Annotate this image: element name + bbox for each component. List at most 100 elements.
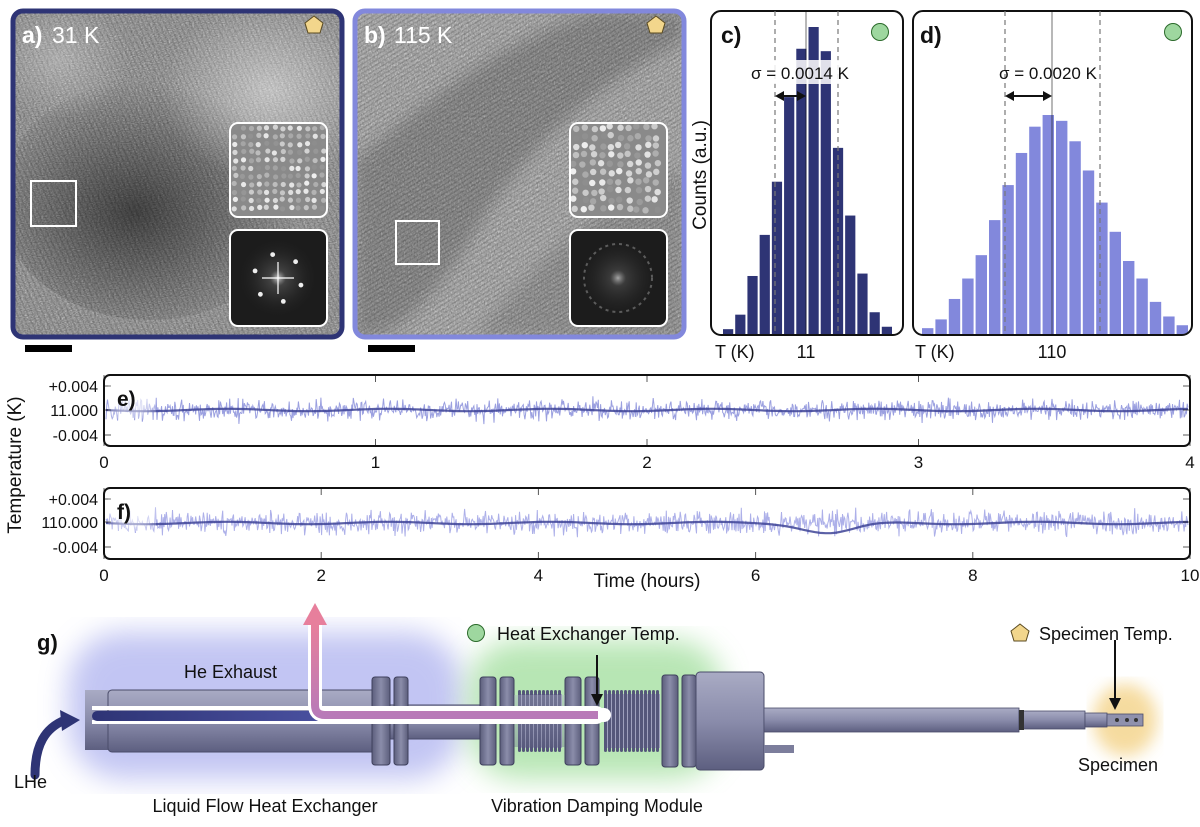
histogram-bar: [1042, 115, 1054, 334]
x-tick-label: 8: [968, 566, 977, 585]
histogram-bar: [1056, 120, 1068, 334]
panel-c-ylabel: Counts (a.u.): [690, 120, 711, 230]
panel-a-letter: a): [22, 22, 42, 48]
panel-a-image: a) 31 K: [10, 8, 345, 340]
panel-g-letter: g): [37, 630, 58, 655]
histogram-bar: [759, 234, 770, 334]
y-tick-label: 11.000: [50, 403, 98, 420]
panel-d-heat-exchanger-marker-icon: [1164, 23, 1182, 41]
histogram-bar: [1109, 231, 1121, 334]
y-tick-label: 110.000: [41, 515, 98, 532]
histogram-bar: [1015, 152, 1028, 334]
panel-a-specimen-marker-icon: [304, 15, 324, 34]
panel-a-scale-bar: [25, 345, 72, 352]
panel-b-fft-inset: [569, 229, 668, 327]
histogram-bar: [1176, 325, 1188, 334]
histogram-bar: [1136, 278, 1148, 334]
liquid-flow-heat-exchanger-label: Liquid Flow Heat Exchanger: [152, 796, 377, 816]
he-exhaust-arrow: [303, 603, 327, 625]
histogram-bar: [771, 181, 783, 334]
panel-d-xtick: 110: [1038, 342, 1067, 362]
x-tick-label: 4: [1185, 453, 1194, 472]
x-tick-label: 10: [1181, 566, 1200, 585]
panel-c-xlabel: T (K): [715, 342, 755, 362]
histogram-bar: [723, 329, 734, 334]
panel-d-sigma-label: σ = 0.0020 K: [999, 64, 1098, 83]
panel-c-sigma-arrow: [775, 91, 806, 101]
panel-b-specimen-marker-icon: [646, 15, 666, 34]
specimen-temp-label: Specimen Temp.: [1039, 624, 1173, 644]
panel-d-sigma-arrow: [1005, 91, 1052, 101]
panel-b-letter: b): [364, 22, 386, 48]
panel-a-roi-box: [30, 180, 77, 227]
lhe-inlet-arrow: [30, 715, 70, 780]
panel-f-frame: [103, 487, 1191, 560]
histogram-bar: [935, 319, 947, 334]
panel-c-sigma-label: σ = 0.0014 K: [751, 64, 850, 83]
panel-g-diagram: g) He Exhaust LHe Heat Exchanger Temp. S…: [14, 603, 1173, 816]
he-exhaust-label: He Exhaust: [184, 662, 277, 682]
lhe-label: LHe: [14, 772, 47, 792]
histogram-bar: [796, 48, 807, 334]
y-tick-label: -0.004: [53, 540, 98, 557]
x-tick-label: 3: [914, 453, 923, 472]
panel-f-letter: f): [117, 501, 131, 524]
histogram-bar: [1002, 185, 1014, 334]
histogram-bar: [808, 27, 819, 334]
histogram-bar: [1029, 126, 1041, 335]
histogram-bar: [845, 215, 856, 334]
histogram-bar: [735, 314, 746, 334]
histogram-bar: [820, 51, 831, 335]
he-exhaust-path: [311, 625, 598, 719]
specimen-label: Specimen: [1078, 755, 1158, 775]
heat-exchanger-marker-icon: [467, 624, 485, 642]
y-tick-label: +0.004: [49, 492, 98, 509]
panel-f-xlabel: Time (hours): [594, 571, 701, 592]
y-tick-label: +0.004: [49, 379, 98, 396]
histogram-bar: [857, 273, 868, 334]
panel-b-temp: 115 K: [394, 22, 453, 48]
heat-exchanger-temp-label: Heat Exchanger Temp.: [497, 624, 680, 644]
panel-f-trace: +0.004 110.000 -0.004 0 2 4 6 8 10 f) Time (hou…: [41, 487, 1200, 592]
y-tick-label: -0.004: [53, 428, 98, 445]
x-tick-label: 2: [642, 453, 651, 472]
histogram-bar: [869, 312, 880, 334]
panel-c-letter: c): [721, 22, 741, 48]
temperature-trace-smoothed: [105, 520, 1189, 535]
temperature-trace-smoothed: [105, 407, 1189, 413]
histogram-bar: [948, 298, 961, 334]
histogram-bar: [1149, 301, 1162, 334]
panel-d-xlabel: T (K): [915, 342, 955, 362]
panel-d-letter: d): [920, 22, 942, 48]
panel-b-scale-bar: [368, 345, 415, 352]
panel-a-temp: 31 K: [52, 22, 100, 48]
histogram-bar: [962, 278, 974, 334]
panel-a-fft-inset: [229, 229, 328, 327]
temperature-ylabel: Temperature (K): [5, 396, 26, 533]
x-tick-label: 0: [99, 453, 108, 472]
histogram-bar: [1123, 261, 1135, 334]
histogram-bar: [1096, 202, 1108, 334]
histogram-bar: [784, 97, 795, 335]
specimen-marker-icon: [1010, 623, 1030, 642]
x-tick-label: 1: [371, 453, 380, 472]
panel-c-frame: [710, 10, 904, 336]
histogram-bar: [989, 220, 1001, 334]
vibration-damping-module-label: Vibration Damping Module: [491, 796, 703, 816]
x-tick-label: 2: [316, 566, 325, 585]
panel-b-zoom-inset: [569, 122, 668, 218]
x-tick-label: 6: [751, 566, 760, 585]
histogram-bar: [1069, 141, 1081, 334]
histogram-bar: [922, 328, 934, 334]
histogram-bar: [1163, 316, 1175, 334]
histogram-bar: [881, 326, 892, 334]
panel-a-zoom-inset: [229, 122, 328, 218]
panel-c-heat-exchanger-marker-icon: [871, 23, 889, 41]
panel-b-image: b) 115 K: [352, 8, 687, 340]
x-tick-label: 0: [99, 566, 108, 585]
x-tick-label: 4: [534, 566, 543, 585]
bellows-right: [604, 690, 660, 752]
panel-e-letter: e): [117, 388, 136, 411]
panel-c-xtick: 11: [797, 342, 816, 362]
